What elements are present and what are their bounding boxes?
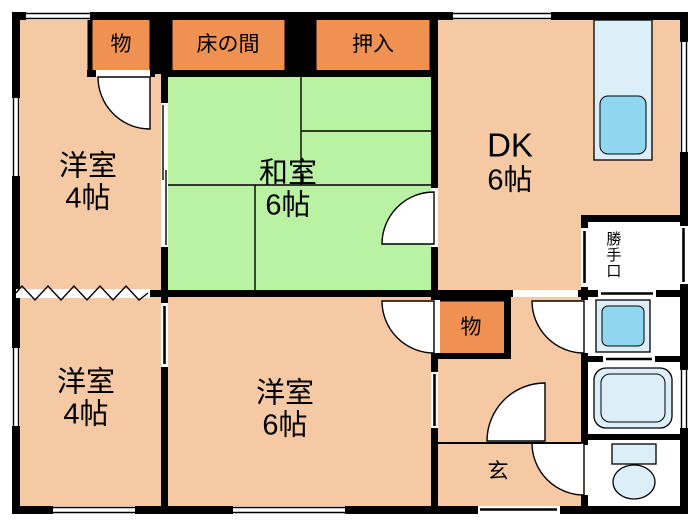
arc-entrance-door xyxy=(486,382,546,442)
bathtub-inner-icon xyxy=(600,373,666,423)
arc-toilet-door xyxy=(531,442,585,496)
western-top-label: 洋室 4帖 xyxy=(58,150,118,215)
western-bottom-left-floor xyxy=(12,297,168,514)
wall-left xyxy=(12,12,20,514)
toilet-tank-icon xyxy=(611,443,657,465)
tatami-lines xyxy=(168,77,431,290)
kitchen-sink-icon xyxy=(599,95,647,155)
wall-right-column xyxy=(581,218,588,514)
gap-sliding-door xyxy=(161,103,168,247)
arc-storage-top-door xyxy=(97,76,151,130)
washing-machine-drum-icon xyxy=(601,305,645,347)
gap-dk-hall-opening xyxy=(513,290,578,297)
tokonoma-label: 床の間 xyxy=(196,33,260,57)
storage-mid-label: 物 xyxy=(460,316,482,340)
oshiire-label: 押入 xyxy=(352,33,394,57)
door-arcs xyxy=(97,76,585,496)
back-door-landing-floor xyxy=(585,218,688,297)
wall-storage-mid-right xyxy=(504,297,511,359)
gap-storage-top-door xyxy=(96,70,150,77)
wall-storage-mid-bottom xyxy=(437,353,511,359)
wall-center-right xyxy=(431,12,438,514)
wall-middle xyxy=(12,290,688,297)
wall-landing-top xyxy=(581,215,688,222)
wall-top xyxy=(12,12,688,20)
wall-chunk-2 xyxy=(287,12,314,74)
japanese-room-label: 和室 6帖 xyxy=(258,157,318,222)
storage-top-label: 物 xyxy=(110,33,132,57)
dk-label: DK 6帖 xyxy=(487,126,533,197)
back-door-label: 勝手口 xyxy=(604,231,622,279)
wall-bottom xyxy=(12,506,688,514)
toilet-bowl-icon xyxy=(612,464,656,500)
wall-left-center xyxy=(161,12,168,514)
arc-japanese-dk-door xyxy=(381,191,435,245)
bathtub-icon xyxy=(593,367,673,429)
door-leaves xyxy=(162,105,685,511)
arc-washroom-door xyxy=(531,300,585,354)
accordion-partition xyxy=(15,284,150,302)
entrance-label: 玄 xyxy=(487,460,509,484)
western-bottom-label: 洋室 6帖 xyxy=(255,377,315,442)
fixtures xyxy=(593,19,673,500)
western-bottom-left-label: 洋室 4帖 xyxy=(56,366,116,431)
arc-storage-mid-door xyxy=(381,300,435,354)
wall-under-closets xyxy=(165,70,435,77)
gap-storage-mid-door xyxy=(431,300,440,353)
wall-bath-toilet xyxy=(581,434,688,440)
western-bottom-floor xyxy=(168,297,435,514)
windows xyxy=(12,12,688,514)
